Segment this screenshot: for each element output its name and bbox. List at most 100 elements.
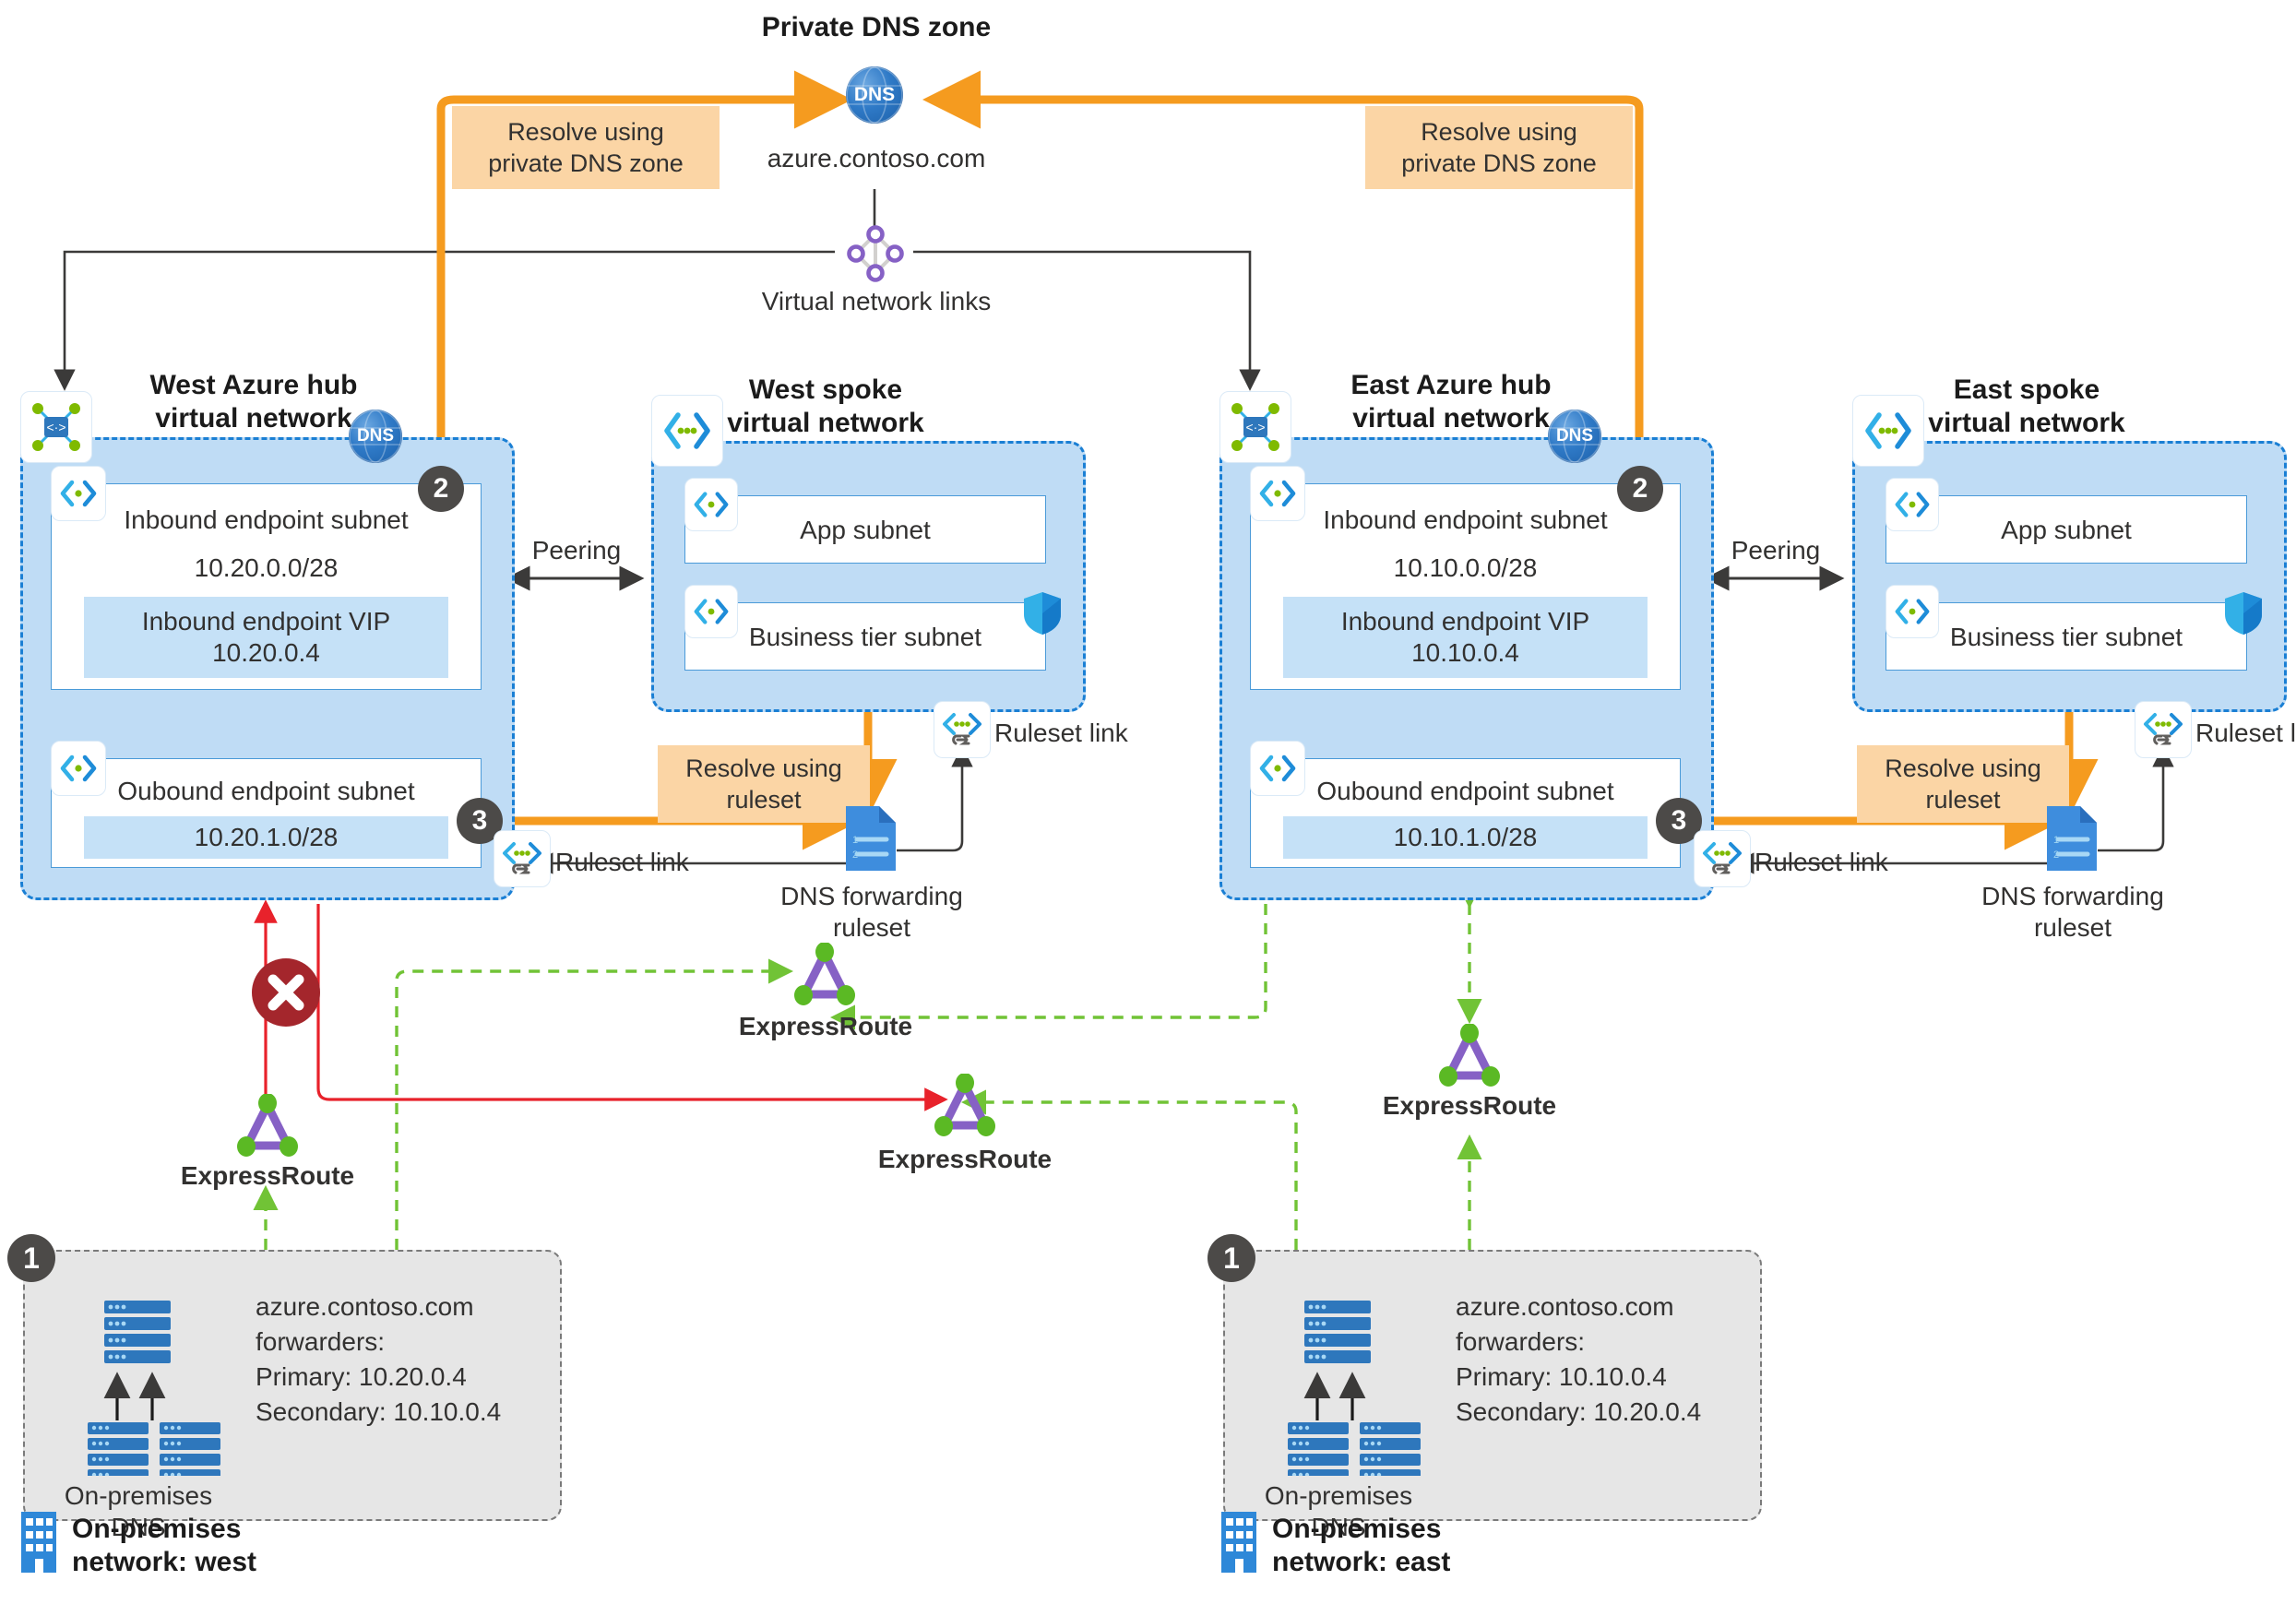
- west-app-subnet-icon: [684, 478, 738, 531]
- expressroute-icon-east-right: [1436, 1023, 1503, 1087]
- onprem-east-forwarder-primary: Primary: 10.10.0.4: [1456, 1362, 1667, 1391]
- east-dns-forwarding-ruleset-icon: 1 2: [2045, 804, 2099, 873]
- spoke-virtual-network-icon-west: [651, 395, 723, 467]
- expressroute-icon-west-left: [234, 1093, 301, 1157]
- east-outbound-subnet-cidr-band: 10.10.1.0/28: [1283, 816, 1648, 859]
- east-app-subnet[interactable]: App subnet: [1886, 495, 2247, 564]
- west-spoke-title: West spoke virtual network: [673, 374, 978, 440]
- expressroute-label-middle-upper: ExpressRoute: [738, 1012, 913, 1040]
- west-hub-title-line1: West Azure hub: [149, 370, 358, 400]
- east-inbound-endpoint-subnet[interactable]: Inbound endpoint subnet 10.10.0.0/28 Inb…: [1250, 483, 1681, 690]
- east-hub-title-line2: virtual network: [1352, 403, 1550, 434]
- east-business-tier-subnet[interactable]: Business tier subnet: [1886, 602, 2247, 671]
- onprem-east-forwarders: azure.contoso.com forwarders: Primary: 1…: [1456, 1289, 1760, 1430]
- east-inbound-subnet-icon: [1250, 466, 1305, 521]
- east-inbound-vip-label: Inbound endpoint VIP: [1340, 607, 1590, 636]
- west-inbound-vip-label: Inbound endpoint VIP: [141, 607, 391, 636]
- east-security-shield-icon: [2223, 590, 2264, 636]
- west-outbound-subnet-cidr: 10.20.1.0/28: [194, 823, 339, 851]
- west-outbound-subnet-cidr-band: 10.20.1.0/28: [84, 816, 448, 859]
- onprem-west-forwarder-zone: azure.contoso.com: [256, 1292, 474, 1321]
- onprem-west-step-badge-1: 1: [7, 1234, 55, 1282]
- onprem-east-forwarder-heading: forwarders:: [1456, 1327, 1586, 1356]
- west-inbound-subnet-name: Inbound endpoint subnet: [124, 505, 409, 534]
- callout-east-private-dns-zone: Resolve using private DNS zone: [1365, 106, 1633, 189]
- onprem-east-network-title-line1: On-premises: [1272, 1514, 1442, 1544]
- east-app-subnet-icon: [1886, 478, 1939, 531]
- onprem-east-dns-label-line1: On-premises: [1264, 1481, 1413, 1510]
- west-inbound-subnet-icon: [51, 466, 106, 521]
- east-inbound-vip-address: 10.10.0.4: [1411, 638, 1519, 667]
- callout-west-line1: Resolve using: [507, 118, 664, 146]
- west-dns-forwarding-ruleset-icon: 1 2: [844, 804, 898, 873]
- hub-virtual-network-icon-east: <·>: [1219, 391, 1291, 463]
- west-spoke-ruleset-link-icon: [934, 701, 991, 758]
- onprem-east-step-badge-1: 1: [1207, 1234, 1255, 1282]
- spoke-virtual-network-icon-east: [1852, 395, 1924, 467]
- onprem-east-forwarder-secondary: Secondary: 10.20.0.4: [1456, 1397, 1702, 1426]
- west-hub-dns-badge: DNS: [349, 410, 402, 463]
- west-inbound-endpoint-vip: Inbound endpoint VIP 10.20.0.4: [84, 597, 448, 678]
- expressroute-label-east-right: ExpressRoute: [1382, 1091, 1557, 1120]
- west-hub-dns-badge-label: DNS: [356, 426, 395, 446]
- private-dns-zone-title: Private DNS zone: [761, 12, 992, 42]
- svg-text:2: 2: [2053, 850, 2059, 861]
- expressroute-label-middle-lower: ExpressRoute: [877, 1145, 1053, 1173]
- west-spoke-title-line2: virtual network: [727, 408, 924, 438]
- callout-east-ruleset: Resolve using ruleset: [1857, 745, 2069, 823]
- callout-east-line2: private DNS zone: [1401, 149, 1597, 177]
- east-outbound-subnet-icon: [1250, 741, 1305, 796]
- east-ruleset-line2: ruleset: [2033, 913, 2112, 942]
- west-dns-forwarding-ruleset-label: DNS forwarding ruleset: [729, 881, 1015, 944]
- west-peering-label: Peering: [531, 536, 622, 564]
- callout-west-ruleset-line1: Resolve using: [685, 754, 842, 782]
- svg-text:<·>: <·>: [1245, 420, 1265, 434]
- onprem-east-dns-label-line2: DNS: [1311, 1513, 1366, 1541]
- onprem-east-dns-server-icon: [1269, 1291, 1454, 1481]
- east-outbound-subnet-cidr: 10.10.1.0/28: [1393, 823, 1538, 851]
- west-hub-ruleset-link-icon: [494, 830, 551, 887]
- expressroute-label-west-left: ExpressRoute: [180, 1161, 355, 1190]
- east-spoke-ruleset-link-label: Ruleset link: [2195, 719, 2296, 747]
- hub-virtual-network-icon: <·>: [20, 391, 92, 463]
- expressroute-green-paths: [253, 883, 1482, 1250]
- east-outbound-endpoint-subnet[interactable]: Oubound endpoint subnet 10.10.1.0/28: [1250, 758, 1681, 868]
- west-spoke-title-line1: West spoke: [748, 374, 903, 405]
- west-outbound-subnet-name: Oubound endpoint subnet: [117, 777, 415, 805]
- west-app-subnet-label: App subnet: [800, 516, 931, 544]
- callout-east-ruleset-line2: ruleset: [1925, 786, 2001, 814]
- west-ruleset-line1: DNS forwarding: [780, 882, 963, 910]
- west-business-tier-subnet[interactable]: Business tier subnet: [684, 602, 1046, 671]
- dns-globe-icon: DNS: [846, 66, 903, 124]
- onprem-west-forwarders: azure.contoso.com forwarders: Primary: 1…: [256, 1289, 560, 1430]
- west-outbound-endpoint-subnet[interactable]: Oubound endpoint subnet 10.20.1.0/28: [51, 758, 482, 868]
- onprem-west-forwarder-secondary: Secondary: 10.10.0.4: [256, 1397, 502, 1426]
- west-hub-ruleset-link-label: Ruleset link: [555, 848, 689, 876]
- onprem-west-dns-label-line2: DNS: [111, 1513, 166, 1541]
- onprem-west-dns-label-line1: On-premises: [64, 1481, 213, 1510]
- west-inbound-endpoint-subnet[interactable]: Inbound endpoint subnet 10.20.0.0/28 Inb…: [51, 483, 482, 690]
- west-hub-title: West Azure hub virtual network: [101, 369, 406, 435]
- onprem-west-network-title-line1: On-premises: [72, 1514, 242, 1544]
- onprem-east-network-title: On-premises network: east: [1272, 1513, 1576, 1579]
- east-business-subnet-label: Business tier subnet: [1949, 623, 2183, 651]
- west-app-subnet[interactable]: App subnet: [684, 495, 1046, 564]
- onprem-west-network-title-line2: network: west: [72, 1547, 257, 1577]
- callout-west-private-dns-zone: Resolve using private DNS zone: [452, 106, 720, 189]
- west-hub-title-line2: virtual network: [155, 403, 352, 434]
- west-business-subnet-icon: [684, 585, 738, 638]
- east-hub-step-badge-2: 2: [1617, 466, 1663, 512]
- east-inbound-subnet-cidr: 10.10.0.0/28: [1393, 553, 1538, 582]
- callout-east-ruleset-line1: Resolve using: [1885, 754, 2041, 782]
- east-hub-ruleset-link-icon: [1694, 830, 1751, 887]
- east-peering-label: Peering: [1731, 536, 1821, 564]
- onprem-west-forwarder-primary: Primary: 10.20.0.4: [256, 1362, 467, 1391]
- east-spoke-ruleset-link-icon: [2135, 701, 2192, 758]
- expressroute-icon-middle-upper: [791, 942, 858, 1005]
- east-spoke-title: East spoke virtual network: [1874, 374, 2179, 440]
- east-hub-title: East Azure hub virtual network: [1299, 369, 1603, 435]
- dns-globe-label: DNS: [853, 84, 896, 105]
- east-spoke-title-line1: East spoke: [1953, 374, 2100, 405]
- expressroute-icon-middle-lower: [932, 1073, 998, 1136]
- callout-west-ruleset: Resolve using ruleset: [658, 745, 870, 823]
